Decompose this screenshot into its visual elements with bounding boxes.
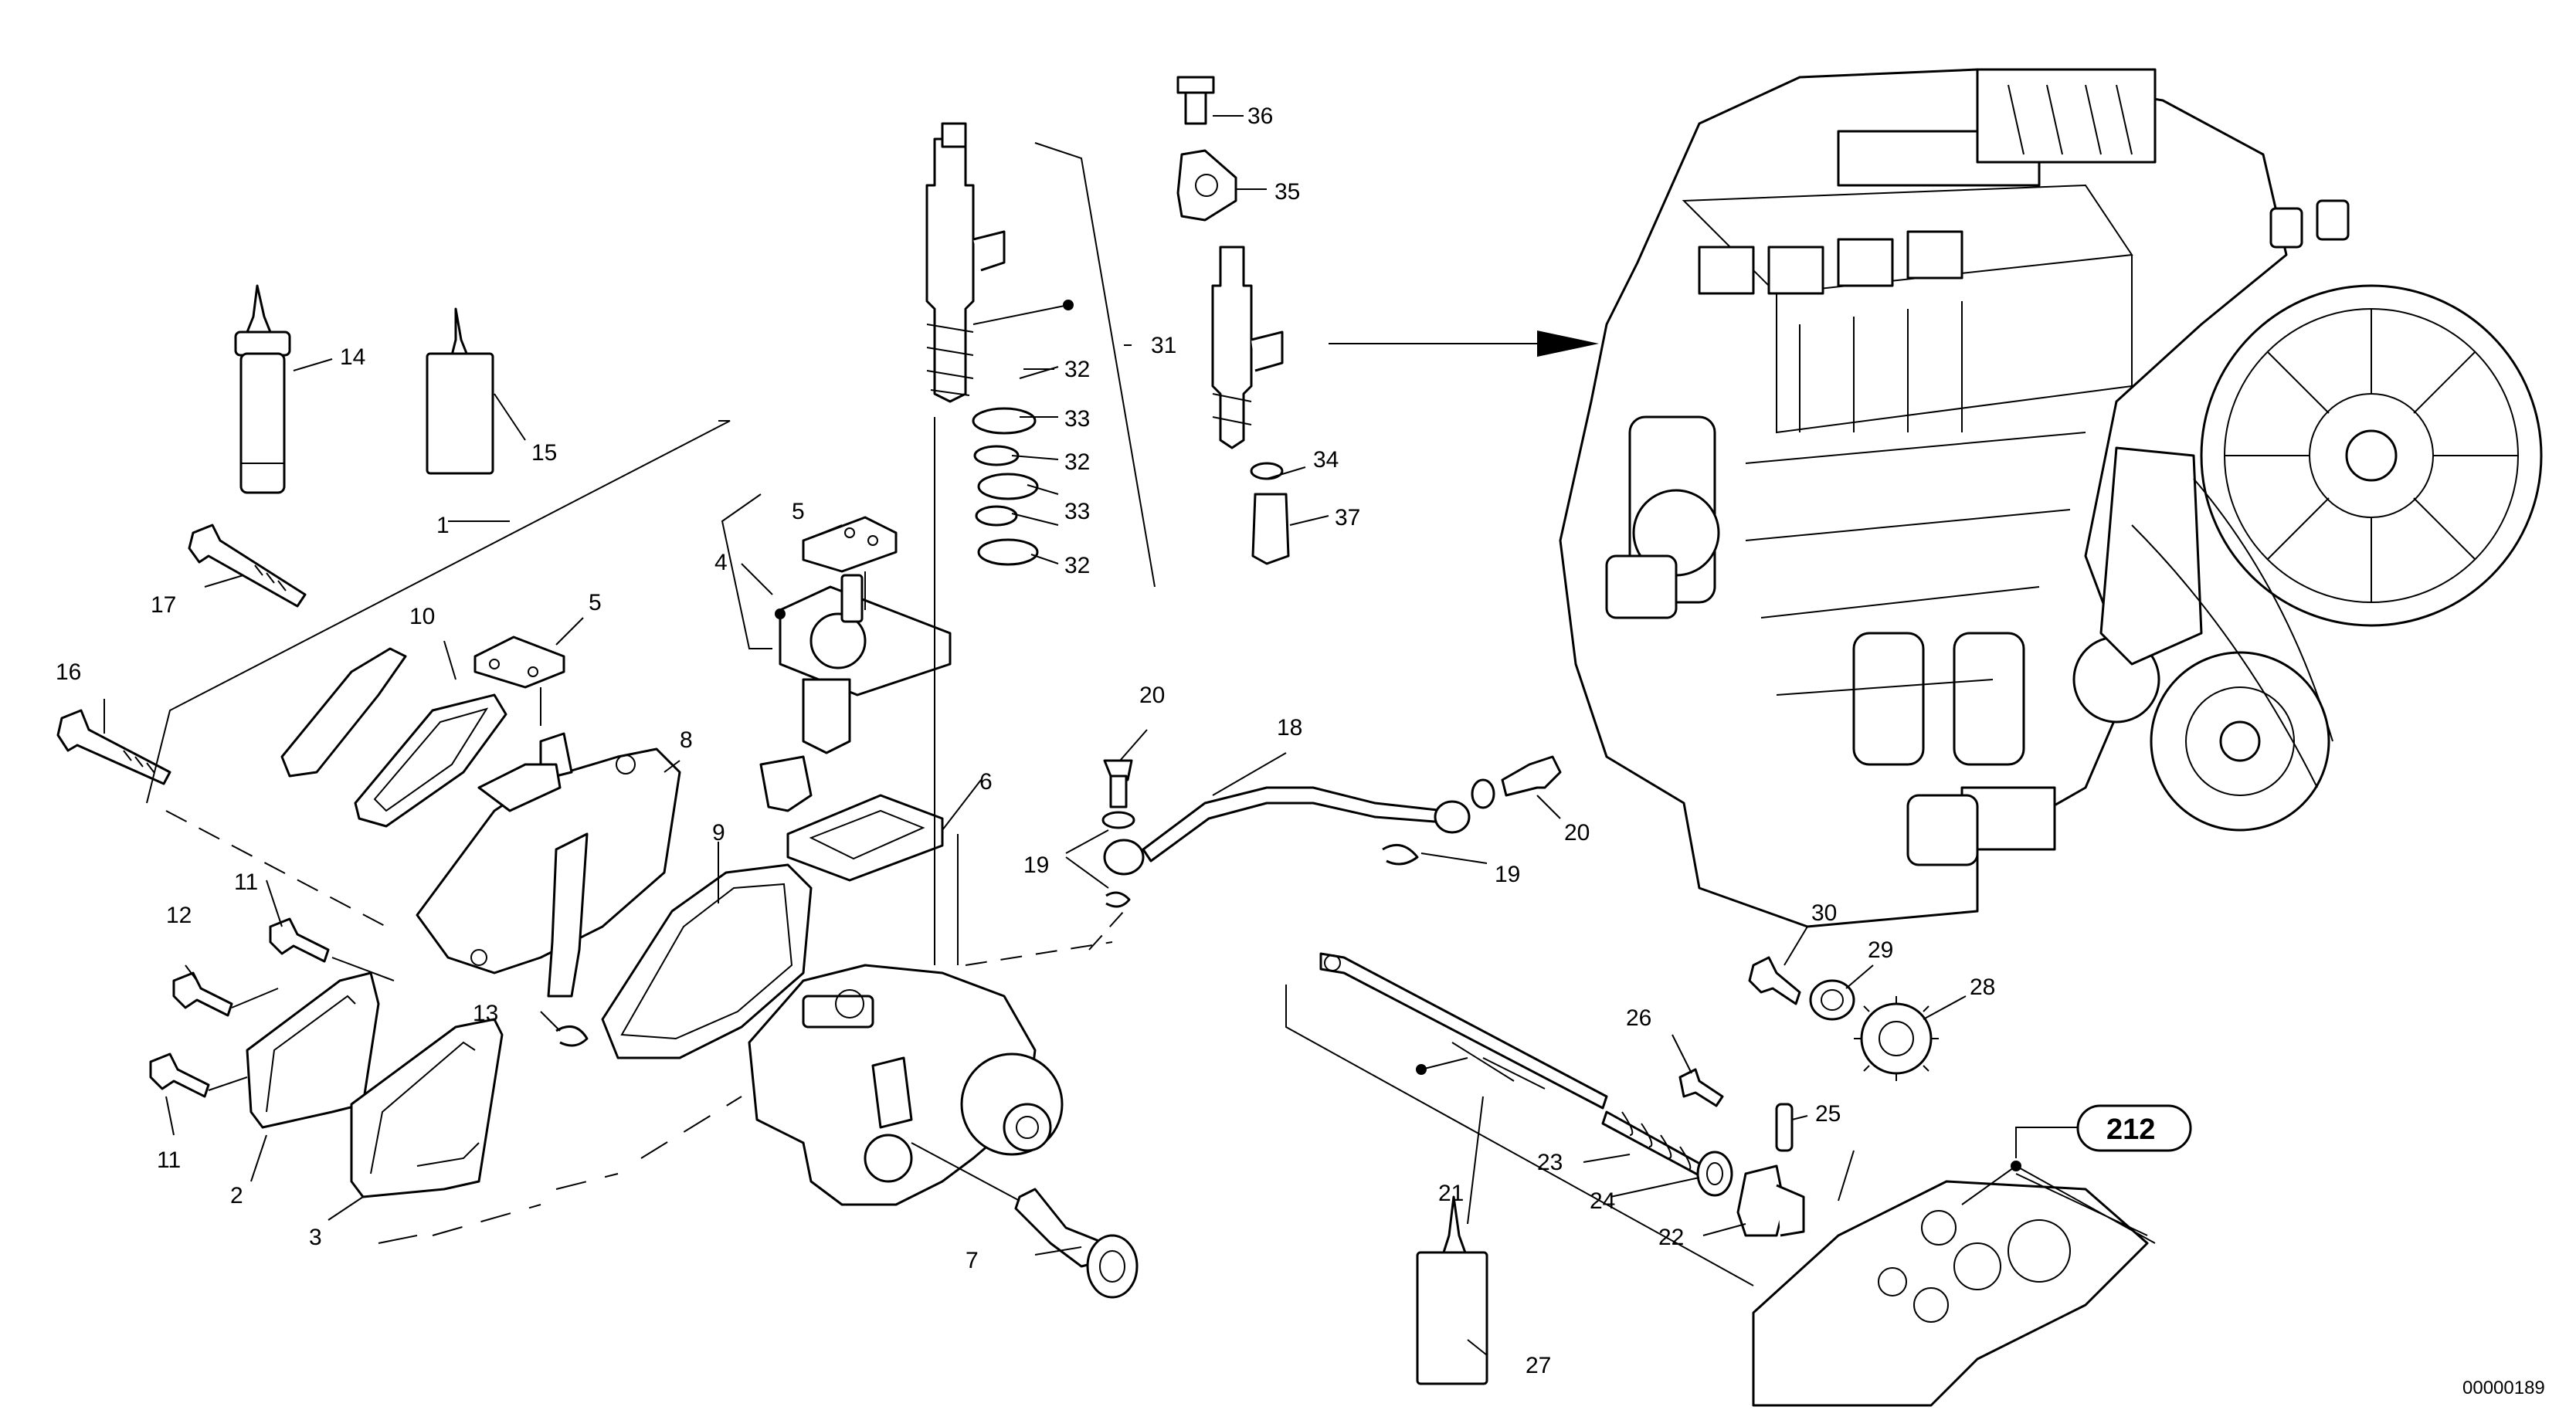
drive-shaft-7 <box>911 1142 1139 1299</box>
bracket-group-1 <box>146 420 731 927</box>
gasket-9 <box>601 863 813 1059</box>
label-10: 10 <box>409 604 435 629</box>
label-32b: 32 <box>1064 449 1090 475</box>
label-33b: 33 <box>1064 499 1090 524</box>
label-17: 17 <box>151 592 176 618</box>
label-32a: 32 <box>1064 357 1090 382</box>
label-19a: 19 <box>1023 852 1049 878</box>
pump-housing-8 <box>416 732 681 998</box>
circlip-13 <box>555 1025 589 1047</box>
label-36: 36 <box>1247 103 1273 129</box>
label-28: 28 <box>1970 974 1995 1000</box>
label-33a: 33 <box>1064 406 1090 432</box>
spring-23 <box>1601 1110 1712 1179</box>
label-5a: 5 <box>792 499 805 524</box>
label-4: 4 <box>714 550 728 575</box>
cover-3 <box>350 1018 504 1198</box>
label-15: 15 <box>531 440 557 466</box>
label-3: 3 <box>309 1225 322 1250</box>
engine-assembly <box>1559 68 2543 928</box>
solenoid-assembly-4 <box>721 493 952 812</box>
bolt-16 <box>56 709 171 785</box>
crankcase-section <box>1752 1150 2149 1407</box>
fuel-line-18 <box>1088 755 1562 951</box>
label-22: 22 <box>1658 1225 1684 1250</box>
label-35: 35 <box>1274 179 1300 205</box>
gasket-10 <box>280 647 507 828</box>
label-5b: 5 <box>589 590 602 615</box>
label-21: 21 <box>1438 1181 1464 1206</box>
label-30: 30 <box>1811 900 1837 926</box>
injection-pump <box>748 417 1113 1206</box>
sealant-cartridge-15 <box>426 307 494 475</box>
label-25: 25 <box>1815 1101 1841 1127</box>
governor-parts-22-26 <box>1678 1068 1805 1237</box>
sealant-tube-14 <box>234 284 291 494</box>
label-13: 13 <box>473 1001 498 1026</box>
label-37: 37 <box>1335 505 1360 530</box>
label-20b: 20 <box>1564 820 1590 846</box>
label-7: 7 <box>966 1248 979 1273</box>
label-26: 26 <box>1626 1005 1651 1031</box>
label-20a: 20 <box>1139 683 1165 708</box>
label-19b: 19 <box>1495 862 1520 887</box>
label-11b: 11 <box>157 1147 181 1173</box>
label-34: 34 <box>1313 447 1339 473</box>
injector-right <box>1176 76 1290 565</box>
sealant-cartridge-27 <box>1416 1195 1488 1385</box>
label-27: 27 <box>1526 1353 1551 1378</box>
leader-lines <box>104 115 2156 1356</box>
bolt-17 <box>188 524 307 608</box>
label-8: 8 <box>680 727 693 753</box>
assembly-arrow <box>1329 330 1599 357</box>
injector-left <box>925 122 1074 566</box>
injector-bracket-31 <box>1034 142 1156 588</box>
label-1: 1 <box>436 513 450 538</box>
solenoid-block-5 <box>473 636 565 726</box>
label-11a: 11 <box>234 869 258 895</box>
label-16: 16 <box>56 659 81 685</box>
label-18: 18 <box>1277 715 1302 741</box>
gear-28-29-30 <box>1748 956 1939 1081</box>
gasket-6 <box>786 794 944 882</box>
base-dash-lines <box>378 1096 742 1244</box>
label-12: 12 <box>166 903 192 928</box>
label-23: 23 <box>1537 1150 1563 1175</box>
reference-label: 212 <box>2106 1113 2155 1146</box>
label-2: 2 <box>230 1183 243 1208</box>
control-rod-21 <box>1285 952 1754 1286</box>
part-labels: 1 2 3 4 5 5 6 7 8 9 10 11 11 12 13 14 15… <box>56 103 1995 1378</box>
label-31: 31 <box>1151 333 1176 358</box>
reference-box-212: 212 <box>2076 1104 2192 1152</box>
document-id: 00000189 <box>2462 1378 2545 1398</box>
label-14: 14 <box>340 344 365 370</box>
label-6: 6 <box>979 769 993 795</box>
label-29: 29 <box>1868 937 1893 963</box>
label-9: 9 <box>712 820 725 846</box>
screws-11-12 <box>149 917 395 1098</box>
label-32c: 32 <box>1064 553 1090 578</box>
label-24: 24 <box>1590 1188 1615 1214</box>
